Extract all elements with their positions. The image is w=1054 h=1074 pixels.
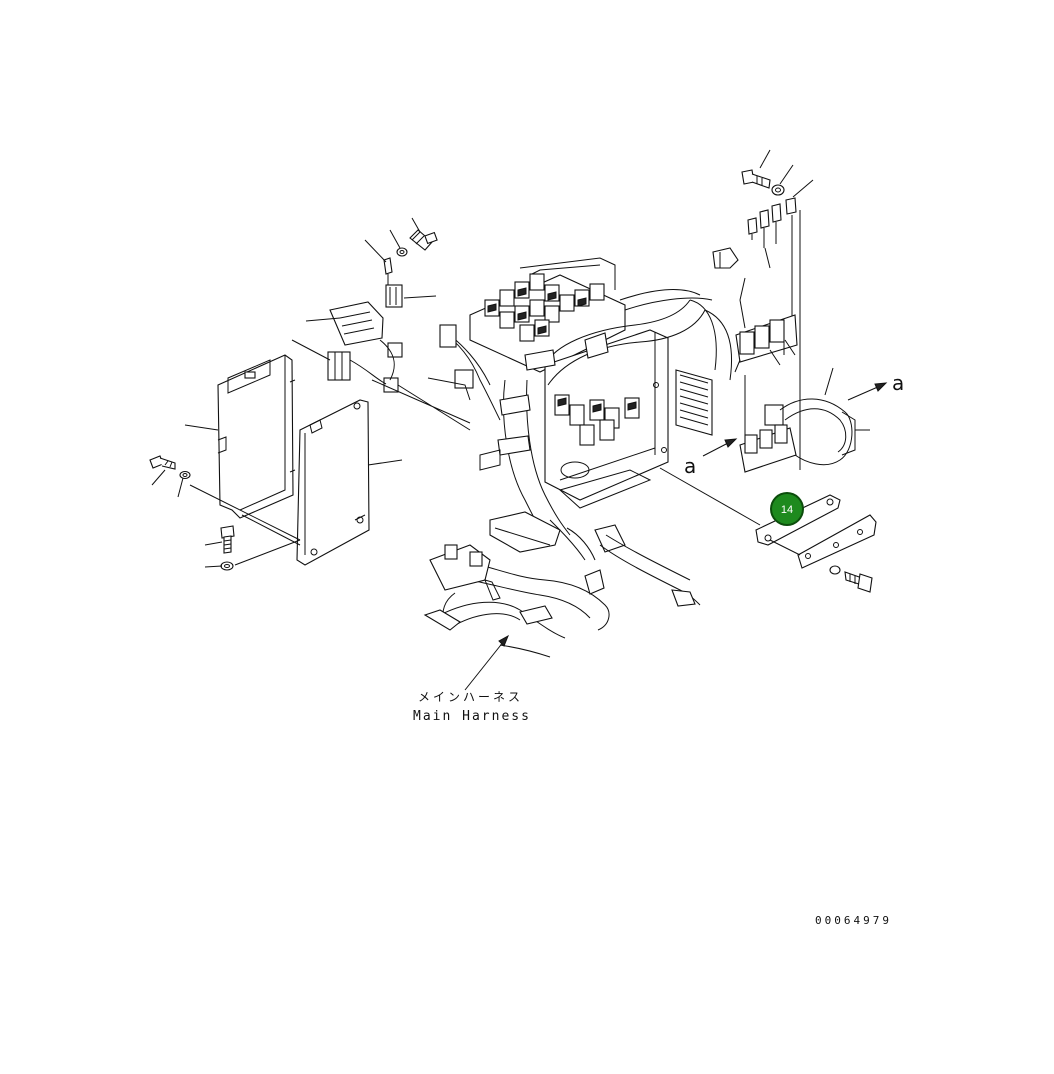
bolt-left-upper (149, 455, 176, 470)
connector-cluster-left (327, 284, 471, 431)
section-ref-a-center: a (684, 454, 696, 478)
harness-bundles (427, 289, 733, 541)
section-arrow-right (847, 382, 888, 401)
leader-lines-top-left (291, 217, 437, 361)
section-ref-a-right: a (892, 371, 904, 395)
right-relay-group (734, 314, 798, 373)
lower-harness (423, 511, 701, 658)
washer-left-upper (179, 470, 191, 480)
main-harness-label-en: Main Harness (413, 709, 531, 724)
controller-box (217, 354, 296, 519)
right-bolt-top (741, 169, 771, 189)
section-arrow-center (702, 438, 738, 457)
document-id: 00064979 (815, 914, 892, 927)
right-washer-bottom (829, 565, 841, 575)
bolt-left-lower (220, 525, 235, 554)
leader-lines-right (659, 149, 870, 556)
right-bolt-bottom (844, 571, 873, 593)
main-frame (544, 329, 713, 509)
washer-left-lower (220, 561, 234, 571)
right-fuse-block (739, 375, 856, 473)
callout-14-number: 14 (781, 504, 793, 516)
main-harness-arrow (464, 634, 509, 691)
right-cap (712, 247, 739, 269)
bolt-top-left (409, 229, 438, 251)
terminal-top-left (383, 257, 393, 285)
washer-top-left (396, 247, 408, 257)
leader-lines-left (151, 424, 403, 568)
right-terminals (747, 197, 801, 470)
right-washer-top (771, 184, 785, 196)
callout-14[interactable]: 14 (770, 492, 804, 526)
main-harness-label-jp: メインハーネス (418, 690, 523, 704)
mounting-plate (296, 399, 370, 566)
